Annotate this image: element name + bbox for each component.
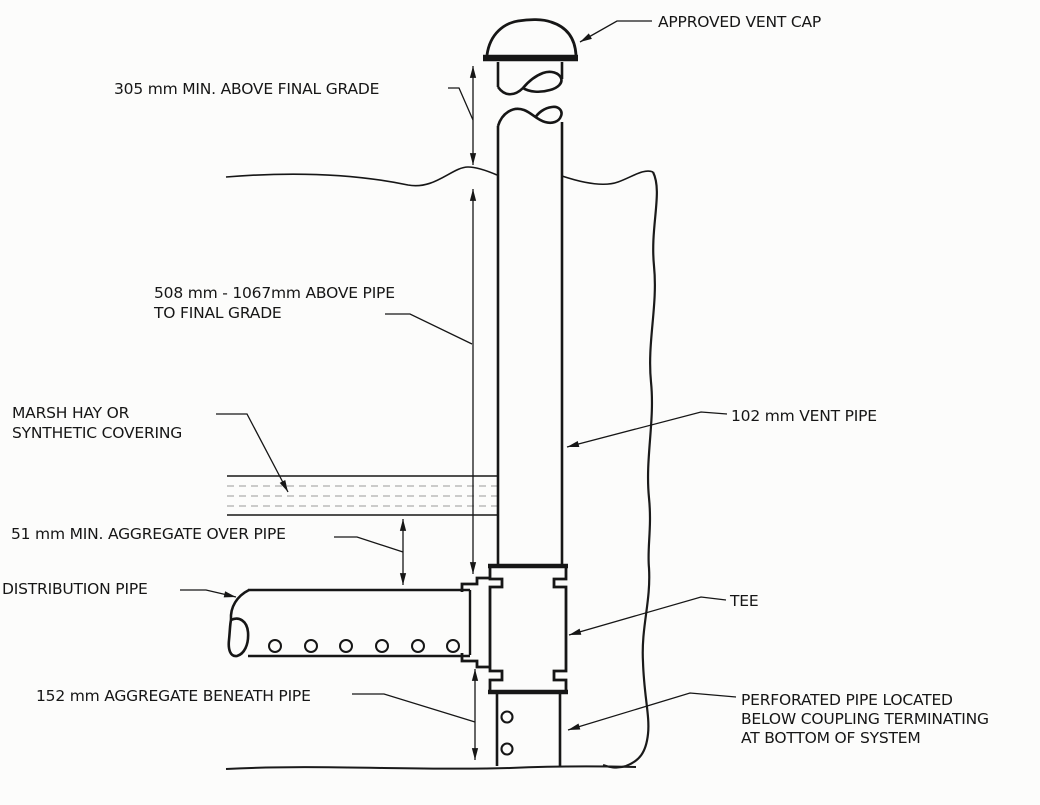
leader-vent-cap [579, 20, 652, 43]
leader-305mm [448, 87, 474, 121]
leader-51mm [334, 536, 404, 553]
label-min-above-grade: 305 mm MIN. ABOVE FINAL GRADE [114, 80, 380, 98]
covering-layer [227, 475, 497, 516]
grade-line [225, 166, 654, 187]
leader-marsh-hay [216, 413, 289, 493]
leader-distribution-pipe [180, 589, 237, 598]
tee-fitting [488, 563, 568, 695]
vent-cap-stub [496, 62, 564, 96]
leader-508mm [385, 313, 473, 345]
label-perforated-line2: BELOW COUPLING TERMINATING [741, 710, 989, 728]
tee-branch-coupling [460, 576, 490, 669]
vent-cap-shape [483, 18, 578, 62]
distribution-pipe-shape [227, 588, 470, 658]
label-marsh-line2: SYNTHETIC COVERING [12, 424, 183, 442]
leader-perforated-pipe [567, 692, 737, 731]
label-above-pipe-line2: TO FINAL GRADE [154, 304, 282, 322]
vent-pipe-shape [496, 105, 564, 564]
bottom-ground-line [225, 765, 637, 770]
label-marsh-hay: MARSH HAY OR SYNTHETIC COVERING [12, 403, 182, 443]
label-vent-pipe: 102 mm VENT PIPE [731, 407, 877, 425]
label-above-pipe-line1: 508 mm - 1067mm ABOVE PIPE [154, 284, 395, 302]
label-distribution-pipe: DISTRIBUTION PIPE [2, 580, 148, 598]
label-perforated-pipe: PERFORATED PIPE LOCATED BELOW COUPLING T… [741, 691, 989, 748]
label-tee: TEE [730, 592, 759, 610]
label-perforated-line1: PERFORATED PIPE LOCATED [741, 691, 953, 709]
label-marsh-line1: MARSH HAY OR [12, 404, 130, 422]
label-approved-vent-cap: APPROVED VENT CAP [658, 13, 822, 31]
leader-tee [568, 596, 727, 636]
label-aggregate-over: 51 mm MIN. AGGREGATE OVER PIPE [11, 525, 286, 543]
label-perforated-line3: AT BOTTOM OF SYSTEM [741, 729, 921, 747]
leader-vent-pipe [566, 411, 728, 448]
leader-152mm [352, 693, 476, 723]
label-above-pipe: 508 mm - 1067mm ABOVE PIPE TO FINAL GRAD… [154, 283, 395, 323]
label-aggregate-beneath: 152 mm AGGREGATE BENEATH PIPE [36, 687, 311, 705]
distribution-pipe-perforations [268, 639, 460, 653]
soil-break-line [602, 171, 658, 769]
perforated-pipe-shape [495, 694, 562, 766]
